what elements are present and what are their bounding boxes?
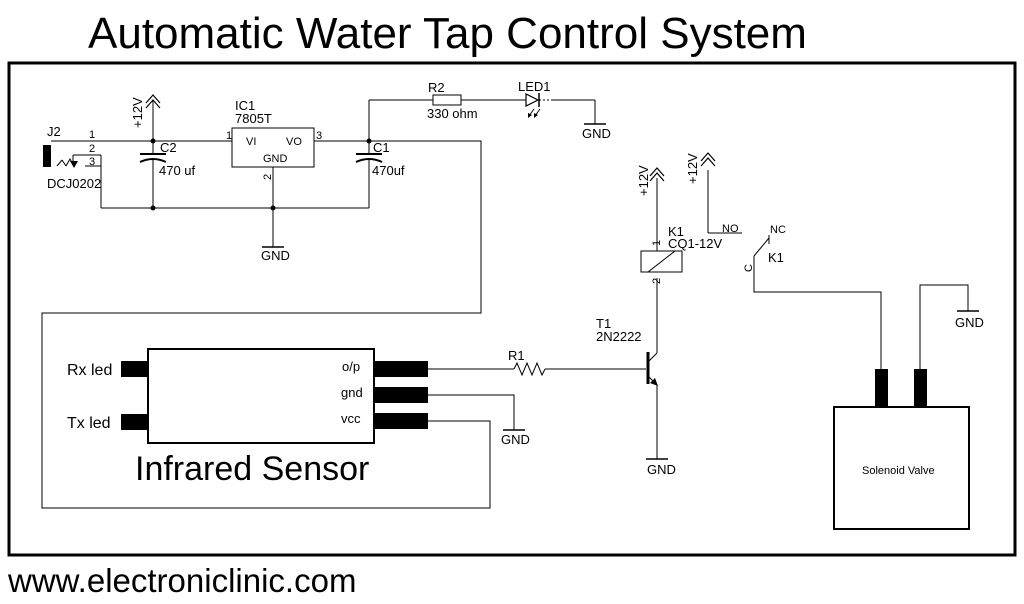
supply-label-relay: +12V: [636, 165, 651, 196]
relay-no: NO: [722, 223, 739, 235]
ground-label-sensor: GND: [501, 432, 530, 447]
relay-ref: K1: [668, 224, 684, 239]
ic1-vi: VI: [246, 136, 256, 148]
r1-ref: R1: [508, 348, 525, 363]
sensor-tx-label: Tx led: [67, 415, 111, 432]
c1-ref: C1: [373, 140, 390, 155]
capacitor-c1: C1 470uf: [355, 140, 405, 208]
ic1-gnd: GND: [263, 153, 288, 165]
sensor-gnd-pin: gnd: [341, 385, 363, 400]
sensor-rx-label: Rx led: [67, 362, 112, 379]
relay-switch-ref: K1: [768, 250, 784, 265]
ic1-ref: IC1: [235, 98, 255, 113]
sensor-out-pin: o/p: [342, 359, 360, 374]
j2-part: DCJ0202: [47, 176, 101, 191]
regulator-ic1: IC1 7805T VI VO GND 1 3 2: [226, 98, 322, 247]
ground-symbol-sensor: GND: [501, 429, 530, 447]
c1-value: 470uf: [372, 163, 405, 178]
ground-label-valve: GND: [955, 315, 984, 330]
relay-switch-k1: +12V NO NC K1 C: [685, 152, 882, 370]
j2-pin3: 3: [89, 156, 95, 168]
led1-ref: LED1: [518, 79, 551, 94]
r2-value: 330 ohm: [427, 106, 478, 121]
resistor-r1: R1: [508, 348, 546, 377]
infrared-sensor: Rx led Tx led o/p gnd vcc Infrared Senso…: [67, 348, 428, 488]
t1-part: 2N2222: [596, 329, 642, 344]
ic1-vo: VO: [286, 136, 302, 148]
solenoid-valve: Solenoid Valve: [833, 369, 970, 530]
relay-common: C: [743, 264, 755, 272]
sensor-vcc-wire: [41, 140, 491, 509]
relay-pin2: 2: [651, 278, 663, 284]
diagram-title: Automatic Water Tap Control System: [88, 9, 807, 58]
relay-part: CQ1-12V: [668, 236, 723, 251]
supply-label-c2: +12V: [130, 97, 145, 128]
junction-dot: [270, 205, 276, 211]
power-jack-j2: J2 DCJ0202 1 2 3: [43, 124, 101, 191]
ic1-part: 7805T: [235, 111, 272, 126]
j2-ref: J2: [47, 124, 61, 139]
transistor-t1: T1 2N2222: [596, 278, 658, 459]
ground-symbol-led: GND: [582, 123, 611, 141]
ground-symbol-ic1: GND: [261, 246, 290, 263]
ground-label-led: GND: [582, 126, 611, 141]
junction-dot: [150, 205, 156, 211]
sensor-vcc-pin: vcc: [341, 411, 361, 426]
valve-name: Solenoid Valve: [862, 465, 935, 477]
ic1-pin-in: 1: [226, 130, 232, 142]
relay-nc: NC: [770, 224, 786, 236]
sensor-name: Infrared Sensor: [135, 450, 369, 488]
j2-pin2: 2: [89, 143, 95, 155]
r2-ref: R2: [428, 80, 445, 95]
ground-symbol-valve: GND: [955, 310, 984, 330]
capacitor-c2: C2 470 uf: [139, 140, 196, 208]
sensor-ground-wire: [428, 394, 515, 430]
ic1-pin-out: 3: [316, 130, 322, 142]
ground-symbol-transistor: GND: [645, 458, 676, 477]
ic1-pin-gnd: 2: [262, 174, 274, 180]
supply-label-switch: +12V: [685, 153, 700, 184]
valve-ground-wire: [919, 284, 969, 369]
relay-coil-k1: +12V K1 CQ1-12V 1 2: [636, 165, 723, 284]
j2-pin1: 1: [89, 129, 95, 141]
ground-label-transistor: GND: [647, 462, 676, 477]
footer-url: www.electroniclinic.com: [7, 562, 356, 599]
ground-label-ic1: GND: [261, 248, 290, 263]
c2-ref: C2: [160, 140, 177, 155]
schematic-border: [7, 61, 1017, 557]
led1: LED1: [518, 79, 552, 118]
t1-ref: T1: [596, 316, 611, 331]
relay-pin1: 1: [651, 240, 663, 246]
c2-value: 470 uf: [159, 163, 196, 178]
supply-symbol-c2: +12V: [130, 94, 161, 141]
